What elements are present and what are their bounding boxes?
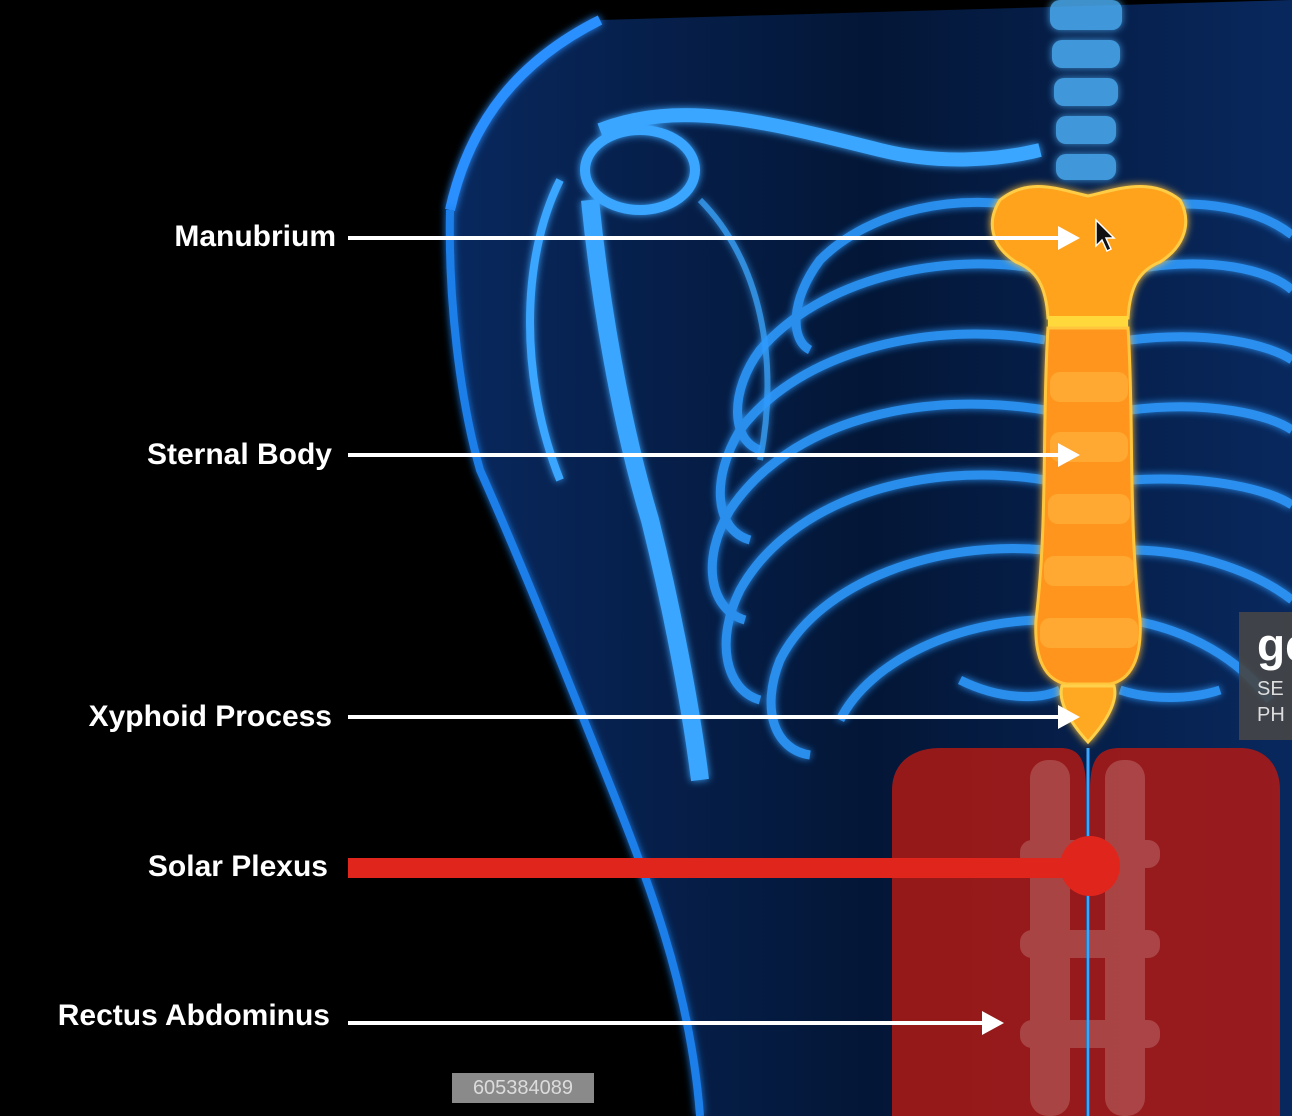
label-manubrium: Manubrium: [174, 220, 336, 253]
xyphoid-bone: [1059, 684, 1117, 745]
label-sternal-body: Sternal Body: [146, 438, 332, 471]
watermark-line-2: PH: [1257, 704, 1285, 726]
watermark-badge: ge SE PH: [1239, 612, 1292, 740]
sternum: [990, 185, 1188, 745]
label-xyphoid-process: Xyphoid Process: [88, 700, 332, 733]
shoulder-bones: [526, 108, 1042, 782]
watermark-logo-text: ge: [1257, 619, 1292, 671]
watermark-line-1: SE: [1257, 678, 1284, 700]
arrow-sternal-body: [348, 443, 1080, 467]
manubrium-bone: [990, 185, 1188, 320]
arrow-xyphoid-process: [348, 705, 1080, 729]
label-arrows: [348, 226, 1080, 1035]
label-solar-plexus: Solar Plexus: [147, 850, 328, 883]
label-rectus-abdominus: Rectus Abdominus: [57, 999, 330, 1032]
spine: [1050, 0, 1122, 180]
arrow-rectus-abdominus: [348, 1011, 1004, 1035]
stock-image-id: 605384089: [452, 1073, 594, 1103]
rectus-abdominus-region: [892, 748, 1280, 1116]
arrow-manubrium: [348, 226, 1080, 250]
solar-plexus-marker: [348, 836, 1120, 896]
mouse-cursor-icon: [1095, 218, 1116, 253]
